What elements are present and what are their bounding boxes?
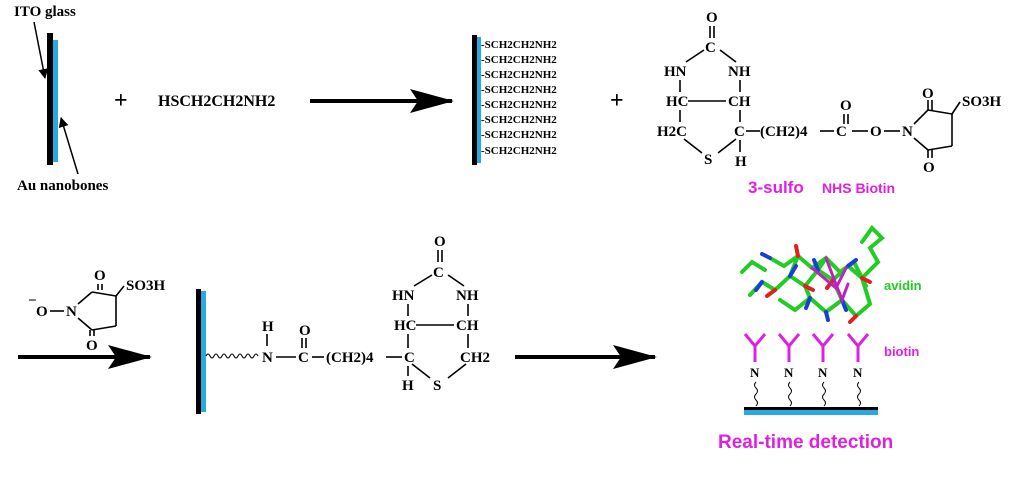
avidin-model xyxy=(740,224,885,324)
reagent-name-part2: NHS Biotin xyxy=(822,180,895,196)
sensor-surface-au xyxy=(744,410,878,415)
atom-o: O xyxy=(870,124,882,140)
atom-c: C xyxy=(433,265,444,281)
biotin-y-symbol xyxy=(777,333,801,362)
biotin-receptors: N N N N xyxy=(743,333,878,415)
label-au-nanobones: Au nanobones xyxy=(17,178,108,194)
surface-group: -SCH2CH2NH2 xyxy=(481,129,557,141)
sulfonate-group: SO3H xyxy=(962,94,1002,110)
atom-c: C xyxy=(404,350,415,366)
bare-electrode xyxy=(47,33,58,165)
plus-sign-1: + xyxy=(114,88,128,114)
sulfo-nhs-leaving-group: O − O N O SO3H xyxy=(28,268,166,354)
atom-c: C xyxy=(705,40,716,56)
surface-group: -SCH2CH2NH2 xyxy=(481,145,557,157)
surface-group: -SCH2CH2NH2 xyxy=(481,39,557,51)
reagent-name-part1: 3-sulfo xyxy=(748,178,804,197)
label-biotin: biotin xyxy=(884,344,919,359)
surface-group: -SCH2CH2NH2 xyxy=(481,114,557,126)
atom-n: N xyxy=(784,365,794,380)
biotin-y-symbol xyxy=(743,333,767,362)
surface-group: -SCH2CH2NH2 xyxy=(481,54,557,66)
au-nanobones-layer xyxy=(53,40,58,162)
amine-electrode: -SCH2CH2NH2 -SCH2CH2NH2 -SCH2CH2NH2 -SCH… xyxy=(472,35,557,165)
surface-group: -SCH2CH2NH2 xyxy=(481,99,557,111)
atom-hc: HC xyxy=(666,94,689,110)
atom-c: C xyxy=(734,124,745,140)
atom-n: N xyxy=(262,350,273,366)
linker-wavy xyxy=(822,381,826,407)
atom-ch: CH xyxy=(728,94,751,110)
atom-hc: HC xyxy=(394,318,417,334)
surface-group: -SCH2CH2NH2 xyxy=(481,69,557,81)
butyl-chain: (CH2)4 xyxy=(326,350,374,366)
atom-n: N xyxy=(902,124,913,140)
sensor-surface-ito xyxy=(744,407,878,410)
atom-s: S xyxy=(433,378,441,394)
atom-c: C xyxy=(298,350,309,366)
ito-glass-layer xyxy=(47,33,53,165)
atom-o: O xyxy=(922,86,934,102)
atom-o: O xyxy=(840,98,852,114)
sulfonate-group: SO3H xyxy=(126,278,166,294)
atom-o: O xyxy=(86,338,98,354)
atom-n: N xyxy=(853,365,863,380)
butyl-chain: (CH2)4 xyxy=(760,124,808,140)
biotin-electrode-ito xyxy=(196,289,201,414)
atom-n: N xyxy=(818,365,828,380)
atom-ch2: CH2 xyxy=(460,350,490,366)
atom-h: H xyxy=(735,154,747,170)
atom-o: O xyxy=(923,160,935,176)
label-real-time-detection: Real-time detection xyxy=(718,432,893,453)
atom-o: O xyxy=(299,323,311,339)
biotin-y-symbol xyxy=(846,333,870,362)
amine-electrode-au xyxy=(477,37,481,163)
atom-ch: CH xyxy=(456,318,479,334)
atom-h: H xyxy=(262,319,274,335)
atom-nh: NH xyxy=(728,64,751,80)
label-ito-glass: ITO glass xyxy=(14,4,76,20)
atom-hn: HN xyxy=(664,64,687,80)
negative-charge: − xyxy=(28,293,37,309)
atom-o: O xyxy=(706,10,718,26)
atom-c: C xyxy=(836,124,847,140)
atom-h2c: H2C xyxy=(657,124,687,140)
cysteamine-formula: HSCH2CH2NH2 xyxy=(158,93,275,110)
plus-sign-2: + xyxy=(610,88,624,114)
sulfo-nhs-biotin-structure: O C HN NH HC CH H2C C S H (CH2)4 C O O N xyxy=(657,10,1002,176)
au-pointer-arrow xyxy=(58,117,79,175)
atom-n: N xyxy=(750,365,760,380)
atom-o: O xyxy=(94,268,106,284)
biotin-electrode-au xyxy=(201,291,206,412)
linker-wavy xyxy=(857,381,861,407)
amine-electrode-ito xyxy=(472,35,477,165)
label-avidin: avidin xyxy=(884,278,922,293)
surface-group: -SCH2CH2NH2 xyxy=(481,84,557,96)
biotin-y-symbol xyxy=(811,333,835,362)
atom-hn: HN xyxy=(392,288,415,304)
ito-pointer-arrow xyxy=(33,21,49,79)
atom-h: H xyxy=(402,378,414,394)
linker-wavy xyxy=(754,381,758,407)
atom-o: O xyxy=(434,234,446,250)
atom-o: O xyxy=(36,304,48,320)
linker-wavy xyxy=(205,353,259,359)
biotinylated-electrode: H N C O (CH2)4 C H O C HN NH HC CH CH2 S xyxy=(196,234,490,414)
atom-n: N xyxy=(66,304,77,320)
linker-wavy xyxy=(788,381,792,407)
atom-s: S xyxy=(704,152,712,168)
atom-nh: NH xyxy=(456,288,479,304)
